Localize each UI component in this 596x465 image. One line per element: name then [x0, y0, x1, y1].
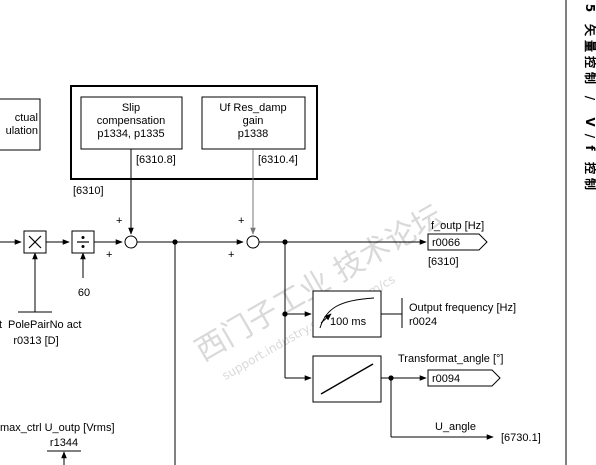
slip-ufres-group-frame: [70, 85, 318, 180]
sidebar-char: V: [583, 117, 596, 127]
ufres-ref: [6310.4]: [258, 154, 298, 166]
summing-junction-1: [124, 235, 138, 249]
sidebar-char: /: [583, 134, 596, 139]
ufres-param: p1338: [238, 128, 269, 140]
f-outp-param: r0066: [432, 237, 460, 249]
slip-line2: compensation: [97, 115, 166, 127]
slip-line1: Slip: [122, 102, 140, 114]
ramp-icon: [320, 363, 374, 395]
sidebar-char: 控: [583, 162, 596, 174]
slip-ref: [6310.8]: [136, 154, 176, 166]
slip-compensation-block: [80, 96, 183, 150]
ufres-line2: gain: [243, 115, 264, 127]
sidebar-char: 量: [583, 40, 596, 52]
pt1-time-arrow: [320, 313, 332, 324]
sidebar-char: 制: [583, 72, 596, 84]
umax-label: max_ctrl U_outp [Vrms]: [0, 422, 115, 434]
actual-calc-line1: ctual: [15, 112, 38, 124]
uf-res-damp-gain-block: [201, 96, 306, 150]
transformat-angle-label: Transformat_angle [°]: [398, 353, 503, 365]
output-frequency-param: r0024: [409, 316, 437, 328]
f-outp-ref: [6310]: [428, 256, 459, 268]
polepair-param: r0313 [D]: [13, 335, 58, 347]
u-angle-ref: [6730.1]: [501, 432, 541, 444]
actual-calculation-block: [0, 98, 41, 151]
group-ref: [6310]: [73, 185, 104, 197]
sidebar-char: 5: [583, 4, 596, 12]
sum2-plus-top: +: [238, 215, 244, 227]
sum1-plus-top: +: [116, 215, 122, 227]
divisor-value: 60: [78, 287, 90, 299]
f-outp-label: f_outp [Hz]: [431, 220, 484, 232]
u-angle-label: U_angle: [435, 421, 476, 433]
polepair-label: PolePairNo act: [8, 319, 81, 331]
actual-calc-line2: ulation: [6, 125, 38, 137]
summing-junction-2: [246, 235, 260, 249]
output-frequency-label: Output frequency [Hz]: [409, 302, 516, 314]
sidebar-char: 制: [583, 178, 596, 190]
pt1-time-label: 100 ms: [330, 316, 367, 328]
sidebar-char: 矢: [583, 24, 596, 37]
divide-icon-dot-top: [81, 236, 85, 239]
polepair-prefix: t: [0, 319, 2, 331]
multiply-icon-stroke: [28, 235, 42, 249]
ufres-line1: Uf Res_damp: [219, 102, 286, 114]
transformat-angle-param: r0094: [432, 373, 460, 385]
sidebar-char: /: [583, 96, 596, 101]
watermark-text-cn: 西门子工业 技术论坛: [189, 199, 449, 369]
sidebar-char: 控: [583, 56, 596, 68]
sum1-plus-left: +: [106, 249, 112, 261]
sum2-plus-left: +: [228, 249, 234, 261]
umax-param: r1344: [50, 437, 78, 449]
slip-params: p1334, p1335: [97, 128, 164, 140]
divide-icon-dot-bottom: [81, 245, 85, 248]
transformat-angle-connector: [427, 369, 501, 387]
sidebar-char: f: [583, 145, 596, 151]
f-outp-connector: [427, 233, 488, 251]
